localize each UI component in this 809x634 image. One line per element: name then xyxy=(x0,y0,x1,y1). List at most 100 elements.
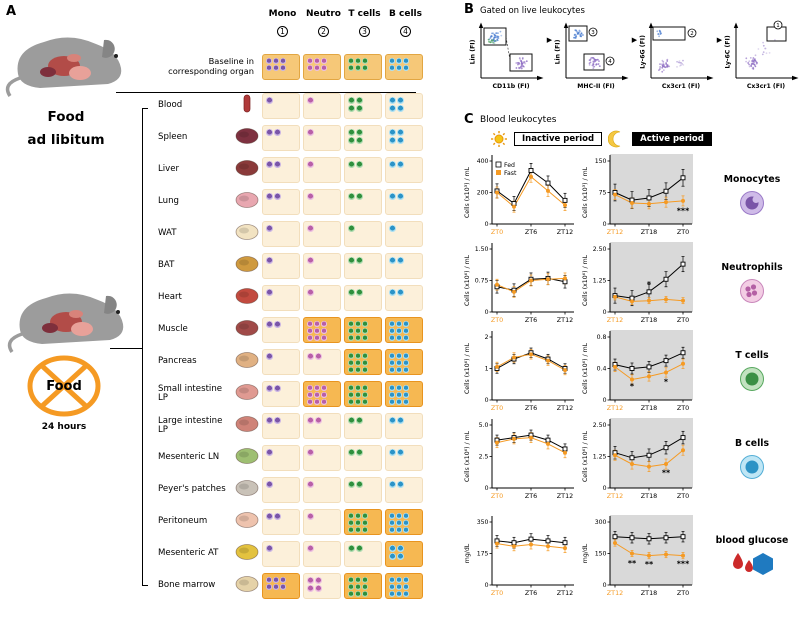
b-cell-dot xyxy=(396,392,402,398)
svg-text:Cells (x10⁶) / mL: Cells (x10⁶) / mL xyxy=(582,254,589,306)
mono-cell-dot xyxy=(273,577,279,583)
b-cell-dot xyxy=(389,584,395,590)
row-label-b-cells: B cells xyxy=(698,418,806,504)
lung-icon xyxy=(235,192,259,208)
cell-count-box xyxy=(303,445,341,471)
b-cell-dot xyxy=(389,591,395,597)
neutro-cell-dot xyxy=(307,513,314,520)
svg-text:ZT6: ZT6 xyxy=(525,316,537,324)
svg-text:ZT12: ZT12 xyxy=(607,589,623,597)
b-cell-dot xyxy=(403,577,409,583)
svg-text:1.50: 1.50 xyxy=(475,246,489,253)
b-cell-dot xyxy=(389,225,396,232)
neutro-cell-dot xyxy=(307,65,313,71)
cell-type-label: Neutrophils xyxy=(721,262,783,273)
neutrophil-icon xyxy=(740,279,764,303)
svg-text:mg/dL: mg/dL xyxy=(464,543,471,563)
panel-b: B Gated on live leukocytes Lin (FI)CD11b… xyxy=(462,0,809,112)
organ-name: Heart xyxy=(158,292,182,303)
svg-text:Cells (x10³) / mL: Cells (x10³) / mL xyxy=(464,166,471,218)
spleen-icon xyxy=(235,128,259,144)
t-cell-dot xyxy=(356,129,363,136)
column-label: Neutro xyxy=(306,8,341,19)
mono-cell-dot xyxy=(266,385,273,392)
b-cell-dot xyxy=(403,58,409,64)
moon-icon xyxy=(608,130,621,148)
svg-text:ZT6: ZT6 xyxy=(525,404,537,412)
organ-row-small-intestine-lp: Small intestine LP xyxy=(140,378,452,410)
t-cell-dot xyxy=(348,129,355,136)
b-cell-dot xyxy=(397,545,404,552)
t-cell-dot xyxy=(348,193,355,200)
svg-text:0: 0 xyxy=(603,582,607,589)
t-cell-dot xyxy=(362,335,368,341)
baseline-row: Baseline in corresponding organ xyxy=(140,44,452,90)
svg-text:ZT0: ZT0 xyxy=(677,404,689,412)
neutro-cell-dot xyxy=(314,321,320,327)
organ-row-lung: Lung xyxy=(140,186,452,218)
mono-cell-dot xyxy=(280,65,286,71)
cell-count-box xyxy=(303,189,341,215)
b-cell-dot xyxy=(396,58,402,64)
cell-count-box xyxy=(385,285,423,311)
neutro-cell-dot xyxy=(321,58,327,64)
inactive-period-badge: Inactive period xyxy=(514,132,603,146)
svg-text:0: 0 xyxy=(485,485,489,492)
flow-plot-3: 2Ly-6G (FI)Cx3cr1 (FI) xyxy=(640,22,714,90)
svg-text:400: 400 xyxy=(477,158,489,165)
svg-text:Cells (x10⁶) / mL: Cells (x10⁶) / mL xyxy=(464,430,471,482)
b-cell-dot xyxy=(389,392,395,398)
column-label: Mono xyxy=(268,8,297,19)
cell-count-box xyxy=(303,93,341,119)
b-cell-dot xyxy=(389,520,395,526)
organ-row-muscle: Muscle xyxy=(140,314,452,346)
t-cell-dot xyxy=(356,97,363,104)
mouse-icon xyxy=(7,293,124,353)
cell-count-box xyxy=(262,125,300,151)
b-cell-dot xyxy=(396,513,402,519)
t-cell-dot xyxy=(362,353,368,359)
cell-count-box xyxy=(385,541,423,567)
svg-text:3: 3 xyxy=(591,30,595,36)
organ-name: Bone marrow xyxy=(158,580,216,591)
svg-text:ZT12: ZT12 xyxy=(607,492,623,500)
heart-icon xyxy=(235,288,259,304)
t-cell-dot xyxy=(355,328,361,334)
t-cell-dot xyxy=(348,520,354,526)
mono-cell-dot xyxy=(266,584,272,590)
cell-count-box xyxy=(303,157,341,183)
cell-count-box xyxy=(385,253,423,279)
b-cell-dot xyxy=(403,527,409,533)
svg-text:1: 1 xyxy=(776,23,780,29)
svg-text:300: 300 xyxy=(595,519,607,526)
organ-row-liver: Liver xyxy=(140,154,452,186)
b-cell-dot xyxy=(396,328,402,334)
b-cell-dot xyxy=(397,129,404,136)
svg-text:ZT12: ZT12 xyxy=(607,404,623,412)
t-cell-dot xyxy=(356,545,363,552)
cell-count-box xyxy=(303,317,341,343)
b-cell-dot xyxy=(389,360,395,366)
organ-name: Lung xyxy=(158,196,179,207)
b-cell-dot xyxy=(403,321,409,327)
mono-cell-dot xyxy=(266,193,273,200)
blood-glucose-icon xyxy=(733,553,773,575)
b-cell-dot xyxy=(396,385,402,391)
t-cell-dot xyxy=(362,591,368,597)
svg-text:ZT0: ZT0 xyxy=(491,316,503,324)
cell-count-box xyxy=(303,573,341,599)
svg-text:MHC-II (FI): MHC-II (FI) xyxy=(577,83,615,90)
cell-count-box xyxy=(344,445,382,471)
svg-text:ZT0: ZT0 xyxy=(491,228,503,236)
neutro-cell-dot xyxy=(315,585,322,592)
svg-text:Cells (x10⁶) / mL: Cells (x10⁶) / mL xyxy=(464,342,471,394)
panel-c: C Blood leukocytes Inactive period Act xyxy=(462,112,809,634)
t-cell-dot xyxy=(348,399,354,405)
t-cell-dot xyxy=(362,65,368,71)
organ-row-bat: BAT xyxy=(140,250,452,282)
